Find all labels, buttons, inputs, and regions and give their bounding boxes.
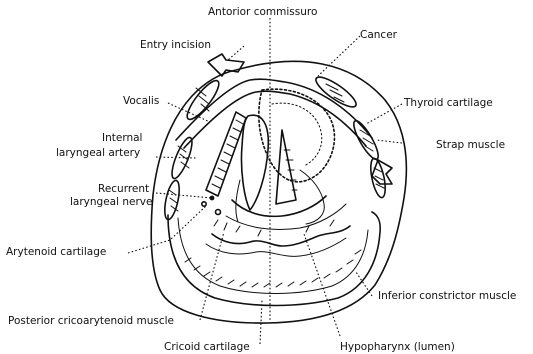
leader-lines [128,18,402,344]
label-anterior-commissure: Antorior commissuro [208,6,317,18]
label-thyroid-cartilage: Thyroid cartilage [403,97,493,109]
label-recurrent-laryngeal-nerve-line2: laryngeal nerve [70,196,152,208]
label-cancer: Cancer [360,29,398,41]
glottis-left [241,115,268,210]
label-arytenoid-cartilage: Arytenoid cartilage [6,246,106,258]
label-strap-muscle: Strap muscle [436,139,505,151]
label-inferior-constrictor-muscle: Inferior constrictor muscle [378,290,516,302]
label-internal-laryngeal-artery-line2: laryngeal artery [56,147,140,159]
label-hypopharynx-lumen: Hypopharynx (lumen) [340,341,455,353]
label-cricoid-cartilage: Cricoid cartilage [164,341,250,353]
hypopharynx-folds [212,226,350,246]
label-vocalis: Vocalis [123,95,159,107]
label-entry-incision: Entry incision [140,39,211,51]
left-strap-muscles [162,77,223,221]
label-posterior-cricoarytenoid-muscle: Posterior cricoarytenoid muscle [8,315,174,327]
glottis-right-cord [276,130,296,204]
pharynx-ring-outer [168,212,380,306]
vocalis-shape [206,112,246,196]
artery-dot [216,210,221,215]
larynx-illustration [151,54,406,323]
label-recurrent-laryngeal-nerve-line1: Recurrent [98,183,149,195]
outer-contour [151,61,406,323]
label-internal-laryngeal-artery-line1: Internal [102,132,142,144]
diagram-labels: Antorior commissuro Cancer Entry incisio… [6,6,516,353]
